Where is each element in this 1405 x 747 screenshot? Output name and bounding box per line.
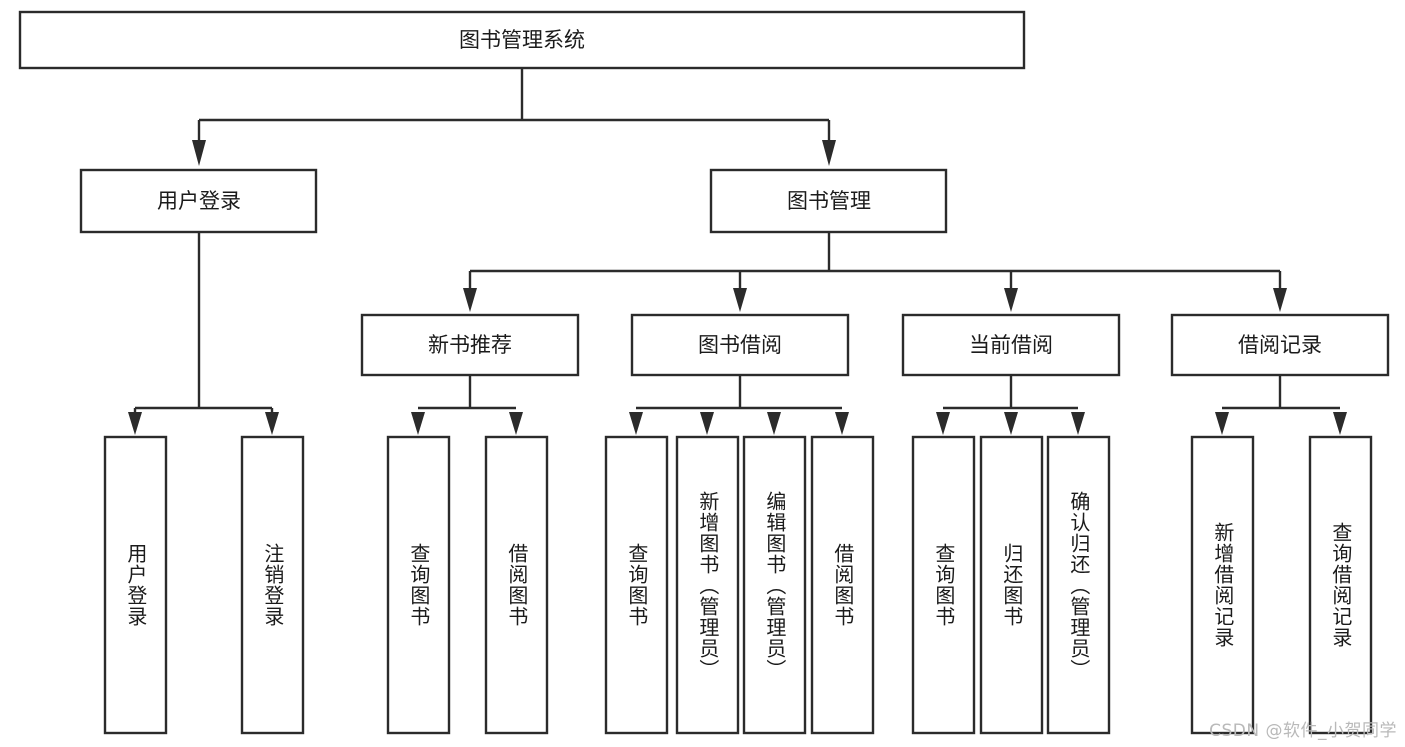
connector-group-borrow-record-leaves: [1215, 375, 1347, 435]
leaf-box-add-book-admin[interactable]: [675, 435, 740, 735]
node-current-borrow[interactable]: 当前借阅: [901, 313, 1121, 377]
arrow-head-borrow-record: [1273, 288, 1287, 312]
node-book-manage[interactable]: 图书管理: [709, 168, 948, 234]
node-user-login[interactable]: 用户登录: [79, 168, 318, 234]
node-root[interactable]: 图书管理系统: [18, 10, 1026, 70]
node-borrow-record[interactable]: 借阅记录: [1170, 313, 1390, 377]
node-borrow-record-box[interactable]: [1170, 313, 1390, 377]
arrow-head-current-borrow: [1004, 288, 1018, 312]
leaf-boxes-user-login: [103, 435, 305, 735]
arrow-head-leaf-13: [1333, 412, 1347, 435]
node-book-manage-box[interactable]: [709, 168, 948, 234]
arrow-head-book-manage: [822, 140, 836, 166]
node-new-book-recommend-box[interactable]: [360, 313, 580, 377]
leaf-box-edit-book-admin[interactable]: [742, 435, 807, 735]
leaf-box-add-borrow-record[interactable]: [1190, 435, 1255, 735]
leaf-box-borrow-book-2[interactable]: [810, 435, 875, 735]
node-book-manage-label: 图书管理: [787, 189, 871, 213]
arrow-head-leaf-6: [700, 412, 714, 435]
connector-group-book-manage-to-level3: [463, 232, 1287, 312]
node-book-borrow-label: 图书借阅: [698, 333, 782, 357]
arrow-head-new-book: [463, 288, 477, 312]
leaf-boxes-new-book-recommend: [386, 435, 549, 735]
leaf-boxes-current-borrow: [911, 435, 1111, 735]
leaf-box-user-login[interactable]: [103, 435, 168, 735]
connector-group-root-to-level2: [192, 68, 836, 166]
arrow-head-leaf-5: [629, 412, 643, 435]
node-new-book-recommend[interactable]: 新书推荐: [360, 313, 580, 377]
leaf-box-confirm-return-admin[interactable]: [1046, 435, 1111, 735]
connector-group-user-login-leaves: [128, 232, 279, 435]
node-root-label: 图书管理系统: [459, 28, 585, 52]
leaf-box-borrow-book-1[interactable]: [484, 435, 549, 735]
leaf-box-logout[interactable]: [240, 435, 305, 735]
arrow-head-leaf-11: [1071, 412, 1085, 435]
arrow-head-leaf-10: [1004, 412, 1018, 435]
arrow-head-leaf-1: [128, 412, 142, 435]
watermark-text: CSDN @软件_小贺同学: [1209, 721, 1397, 741]
node-borrow-record-label: 借阅记录: [1238, 333, 1322, 357]
leaf-box-query-book-1[interactable]: [386, 435, 451, 735]
leaf-box-query-book-3[interactable]: [911, 435, 976, 735]
arrow-head-leaf-4: [509, 412, 523, 435]
connector-group-new-book-leaves: [411, 375, 523, 435]
node-new-book-recommend-label: 新书推荐: [428, 333, 512, 357]
arrow-head-leaf-9: [936, 412, 950, 435]
connector-group-current-borrow-leaves: [936, 375, 1085, 435]
arrow-head-book-borrow: [733, 288, 747, 312]
arrow-head-leaf-3: [411, 412, 425, 435]
leaf-boxes-book-borrow: [604, 435, 875, 735]
node-current-borrow-box[interactable]: [901, 313, 1121, 377]
arrow-head-leaf-2: [265, 412, 279, 435]
leaf-box-return-book[interactable]: [979, 435, 1044, 735]
node-book-borrow[interactable]: 图书借阅: [630, 313, 850, 377]
leaf-boxes-borrow-record: [1190, 435, 1373, 735]
node-user-login-box[interactable]: [79, 168, 318, 234]
arrow-head-user-login: [192, 140, 206, 166]
arrow-head-leaf-7: [767, 412, 781, 435]
arrow-head-leaf-8: [835, 412, 849, 435]
node-user-login-label: 用户登录: [157, 189, 241, 213]
leaf-box-query-borrow-record[interactable]: [1308, 435, 1373, 735]
arrow-head-leaf-12: [1215, 412, 1229, 435]
node-book-borrow-box[interactable]: [630, 313, 850, 377]
node-current-borrow-label: 当前借阅: [969, 333, 1053, 357]
leaf-box-query-book-2[interactable]: [604, 435, 669, 735]
node-root-box[interactable]: [18, 10, 1026, 70]
connector-group-book-borrow-leaves: [629, 375, 849, 435]
